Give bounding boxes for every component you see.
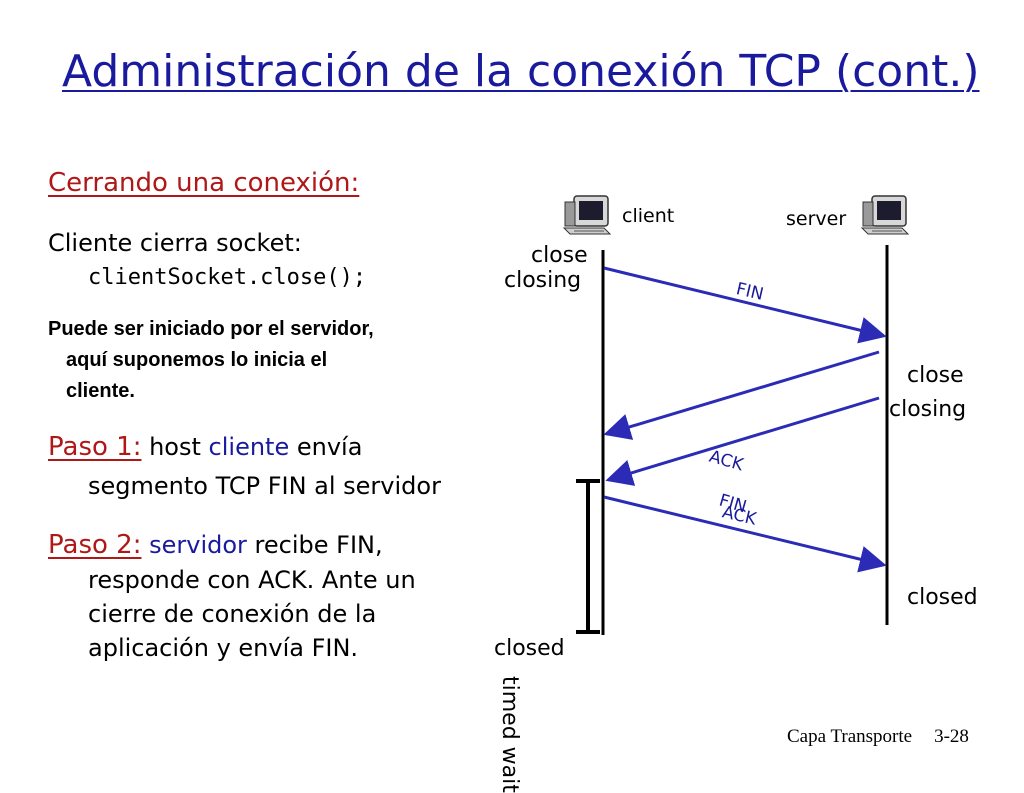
footer-label: Capa Transporte <box>787 726 913 747</box>
text-line: aplicación y envía FIN. <box>88 634 359 662</box>
step-2-label: Paso 2: <box>48 530 142 560</box>
arrow-ack-server-to-client <box>603 350 880 440</box>
client-close-label: close <box>531 243 588 268</box>
step-2: Paso 2: servidor recibe FIN, <box>48 530 383 560</box>
server-closing-label: closing <box>889 397 967 422</box>
step-1: Paso 1: host cliente envía <box>48 432 362 462</box>
section-heading: Cerrando una conexión: <box>48 168 360 198</box>
arrow-fin-client-to-server <box>603 266 887 344</box>
computer-icon <box>562 195 612 235</box>
arrow-ack-client-to-server <box>603 495 887 573</box>
text-line: responde con ACK. Ante un <box>88 566 416 594</box>
client-closing-label: closing <box>504 268 582 293</box>
text-line: Cliente cierra socket: <box>48 229 302 257</box>
client-closed-label: closed <box>494 636 565 661</box>
text-span: servidor <box>149 531 247 559</box>
code-line: clientSocket.close(); <box>88 265 367 290</box>
arrow-fin-server-to-client <box>605 396 880 486</box>
slide-title: Administración de la conexión TCP (cont.… <box>62 46 980 97</box>
text-span: host <box>141 433 209 461</box>
server-label: server <box>786 208 847 230</box>
text-span: envía <box>289 433 363 461</box>
text-span: recibe FIN, <box>246 531 383 559</box>
footer: Capa Transporte 3-28 <box>787 726 969 748</box>
server-closed-label: closed <box>907 585 978 610</box>
text-line: cierre de conexión de la <box>88 600 377 628</box>
client-label: client <box>622 205 675 227</box>
step-1-label: Paso 1: <box>48 432 142 462</box>
text-span: cliente <box>208 433 290 461</box>
tcp-close-diagram <box>562 195 910 635</box>
timed-wait-label: timed wait <box>497 676 522 793</box>
computer-icon <box>860 195 910 235</box>
text-line: segmento TCP FIN al servidor <box>88 472 441 500</box>
text-line: Puede ser iniciado por el servidor, <box>48 318 374 340</box>
text-line: cliente. <box>66 380 135 402</box>
page-number: 3-28 <box>934 726 969 747</box>
text-line: aquí suponemos lo inicia el <box>66 349 328 371</box>
server-close-label: close <box>907 363 964 388</box>
